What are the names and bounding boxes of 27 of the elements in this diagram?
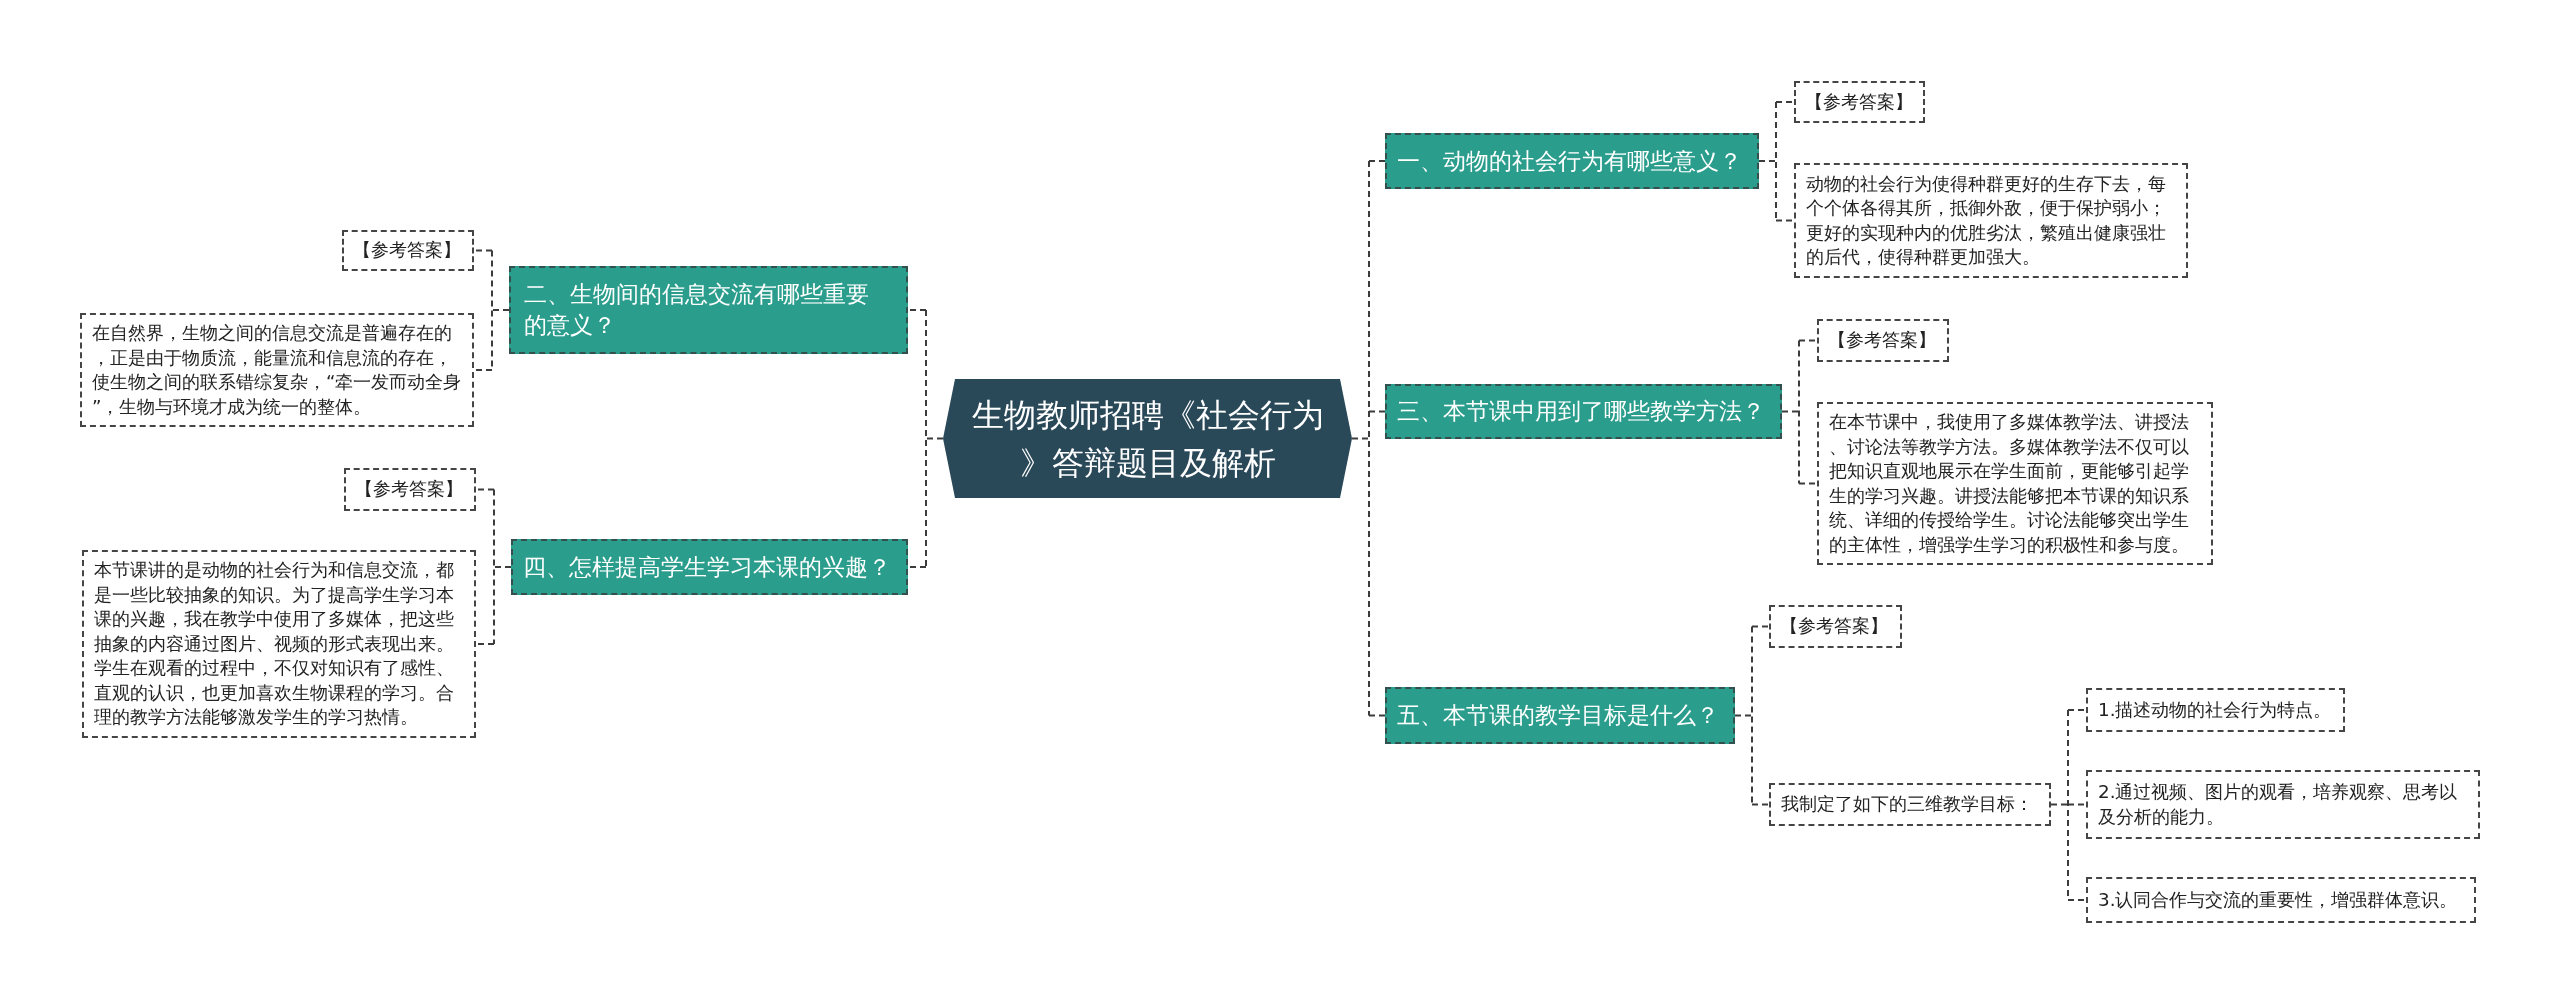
tag-box: 【参考答案】 xyxy=(1817,319,1949,362)
question-box: 四、怎样提高学生学习本课的兴趣？ xyxy=(511,539,908,595)
connector-line xyxy=(1351,160,1386,717)
connector-line xyxy=(907,309,944,568)
connector-line xyxy=(473,249,510,371)
connector-line xyxy=(1781,339,1818,485)
tag-box: 【参考答案】 xyxy=(1769,605,1902,648)
connector-line xyxy=(2050,709,2087,901)
question-box: 三、本节课中用到了哪些教学方法？ xyxy=(1385,384,1782,439)
connector-line xyxy=(475,488,512,645)
question-box: 五、本节课的教学目标是什么？ xyxy=(1385,687,1735,744)
tag-box: 【参考答案】 xyxy=(1794,81,1925,123)
tag-box: 【参考答案】 xyxy=(344,468,476,511)
question-box: 二、生物间的信息交流有哪些重要的意义？ xyxy=(509,266,908,354)
topic-hexagon: 生物教师招聘《社会行为》答辩题目及解析 xyxy=(943,379,1352,498)
note-box: 1.描述动物的社会行为特点。 xyxy=(2086,688,2345,732)
note-box: 在本节课中，我使用了多媒体教学法、讲授法、讨论法等教学方法。多媒体教学法不仅可以把知识直观地展示在学生面前，更能够引起学生的学习兴趣。讲授法能够把本节课的知识系统、详细的传授给学生。讨论法能够突出学生的主体性，增强学生学习的积极性和参与度。 xyxy=(1817,402,2213,565)
connector-line xyxy=(1758,101,1795,222)
note-box: 3.认同合作与交流的重要性，增强群体意识。 xyxy=(2086,877,2476,923)
note-box: 我制定了如下的三维教学目标： xyxy=(1769,783,2051,826)
note-box: 2.通过视频、图片的观看，培养观察、思考以及分析的能力。 xyxy=(2086,770,2480,839)
note-box: 在自然界，生物之间的信息交流是普遍存在的，正是由于物质流，能量流和信息流的存在，使生物之间的联系错综复杂，“牵一发而动全身”，生物与环境才成为统一的整体。 xyxy=(80,313,474,427)
question-box: 一、动物的社会行为有哪些意义？ xyxy=(1385,133,1759,189)
note-box: 本节课讲的是动物的社会行为和信息交流，都是一些比较抽象的知识。为了提高学生学习本课的兴趣，我在教学中使用了多媒体，把这些抽象的内容通过图片、视频的形式表现出来。学生在观看的过程中，不仅对知识有了感性、直观的认识，也更加喜欢生物课程的学习。合理的教学方法能够激发学生的学习热情。 xyxy=(82,550,476,738)
tag-box: 【参考答案】 xyxy=(342,230,474,271)
connector-line xyxy=(1734,625,1770,806)
note-box: 动物的社会行为使得种群更好的生存下去，每个个体各得其所，抵御外敌，便于保护弱小；更好的实现种内的优胜劣汰，繁殖出健康强壮的后代，使得种群更加强大。 xyxy=(1794,163,2188,278)
